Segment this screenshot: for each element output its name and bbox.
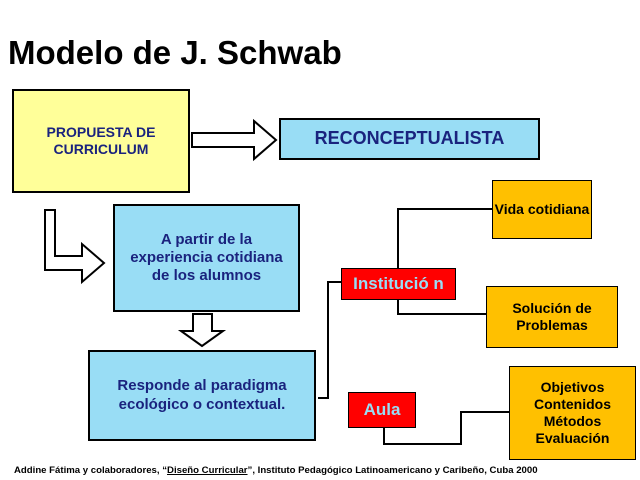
citation-footer: Addine Fátima y colaboradores, “Diseño C…	[14, 465, 538, 476]
slide-title: Modelo de J. Schwab	[8, 34, 342, 71]
vida-box: Vida cotidiana	[492, 180, 592, 239]
institucion-box: Institució n	[341, 268, 456, 300]
objetivos-line: Objetivos	[540, 378, 605, 395]
evaluacion-line: Evaluación	[535, 430, 610, 447]
citation-book-title: Diseño Curricular	[167, 465, 248, 476]
experiencia-box: A partir de la experiencia cotidiana de …	[113, 204, 300, 312]
citation-publisher: ”, Instituto Pedagógico Latinoamericano …	[247, 465, 538, 476]
solucion-box: Solución de Problemas	[486, 286, 618, 348]
propuesta-box: PROPUESTA DE CURRICULUM	[12, 89, 190, 193]
propuesta-label: PROPUESTA DE CURRICULUM	[46, 123, 156, 157]
connector-aula-objetivos	[383, 411, 509, 445]
vida-label: Vida cotidiana	[494, 200, 590, 217]
contenidos-line: Contenidos	[534, 395, 611, 412]
right-arrow-icon	[191, 118, 278, 162]
connector-institucion-vida	[397, 208, 492, 268]
reconceptualista-label: RECONCEPTUALISTA	[314, 128, 505, 149]
paradigma-label: Responde al paradigma ecológico o contex…	[117, 377, 287, 413]
paradigma-box: Responde al paradigma ecológico o contex…	[88, 350, 316, 441]
aula-label: Aula	[363, 399, 401, 419]
reconceptualista-box: RECONCEPTUALISTA	[279, 118, 540, 160]
solucion-label: Solución de Problemas	[512, 299, 592, 333]
connector-paradigma-institucion	[318, 281, 341, 399]
objetivos-box: Objetivos Contenidos Métodos Evaluación	[509, 366, 636, 460]
connector-institucion-solucion	[397, 300, 486, 315]
down-arrow-icon	[177, 313, 227, 348]
aula-box: Aula	[348, 392, 416, 428]
citation-author: Addine Fátima y colaboradores, “	[14, 465, 168, 476]
experiencia-label: A partir de la experiencia cotidiana de …	[130, 230, 283, 285]
metodos-line: Métodos	[543, 413, 602, 429]
bent-arrow-icon	[44, 209, 106, 285]
institucion-label: Institució n	[353, 274, 444, 293]
